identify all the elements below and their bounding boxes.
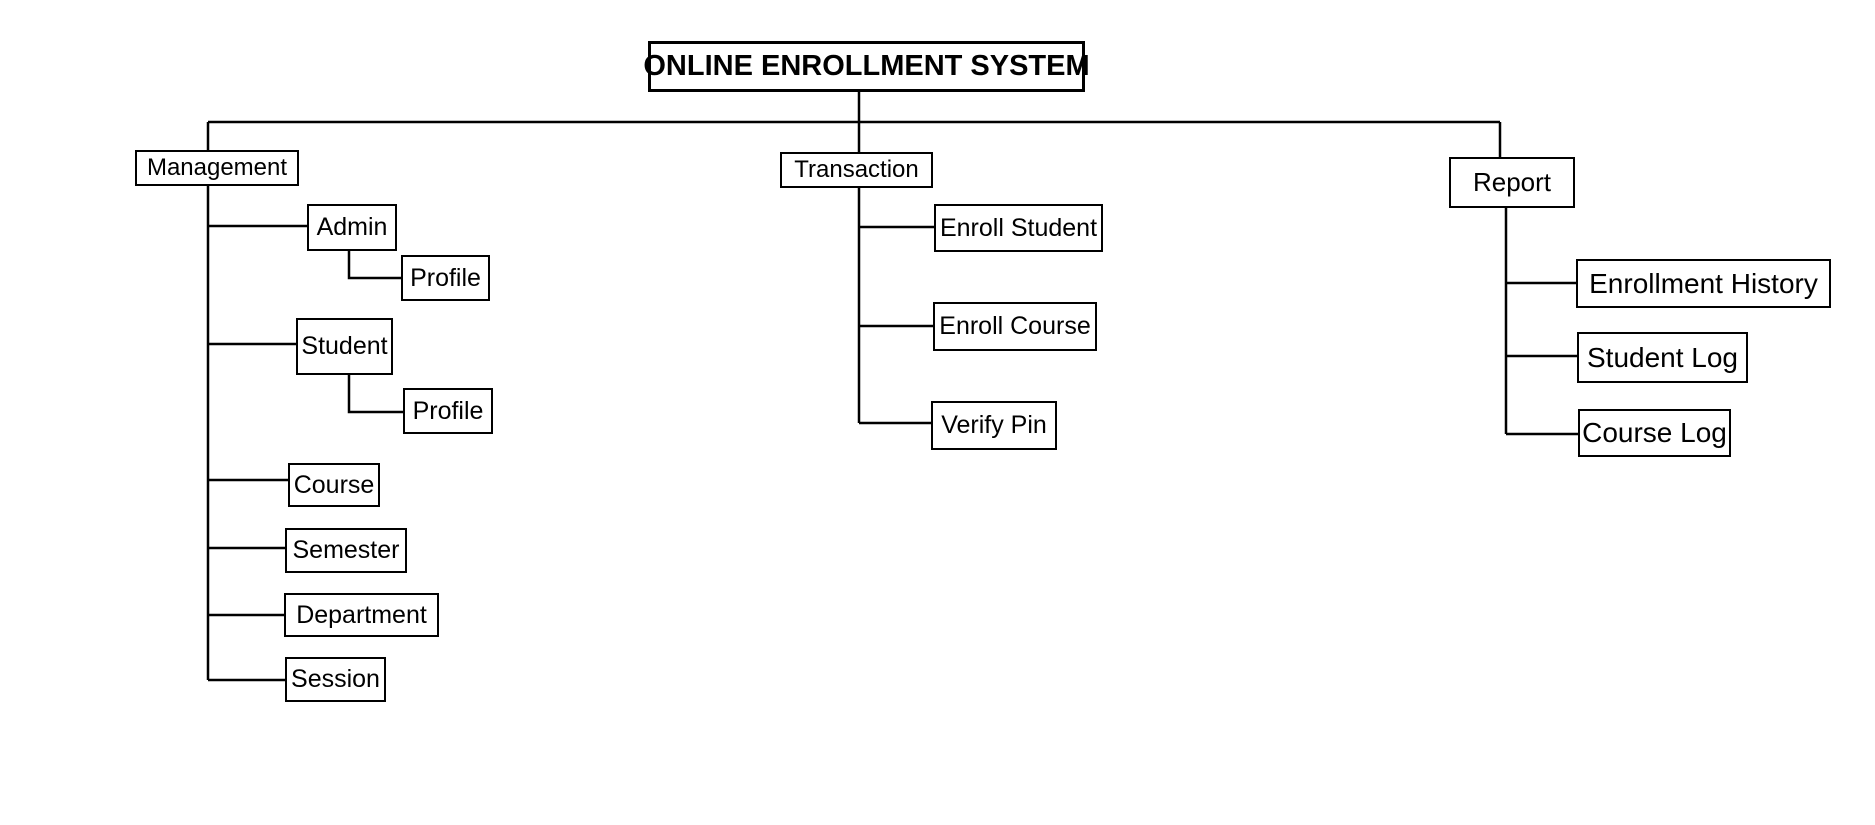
- transaction-label: Transaction: [794, 156, 919, 183]
- root-title: ONLINE ENROLLMENT SYSTEM: [643, 50, 1090, 82]
- report-node: Report: [1449, 157, 1575, 208]
- session-node: Session: [285, 657, 386, 702]
- verify-pin-label: Verify Pin: [941, 411, 1047, 439]
- enroll-course-label: Enroll Course: [939, 312, 1091, 340]
- enroll-course-node: Enroll Course: [933, 302, 1097, 351]
- enrollment-history-label: Enrollment History: [1589, 267, 1818, 299]
- student-profile-node: Profile: [403, 388, 493, 434]
- report-label: Report: [1472, 167, 1552, 197]
- student-label: Student: [301, 332, 388, 360]
- admin-label: Admin: [316, 213, 388, 241]
- student-log-label: Student Log: [1586, 341, 1739, 373]
- admin-profile-label: Profile: [410, 263, 481, 292]
- session-label: Session: [291, 665, 380, 693]
- department-node: Department: [284, 593, 439, 637]
- enroll-student-node: Enroll Student: [934, 204, 1103, 252]
- admin-node: Admin: [307, 204, 397, 251]
- student-node: Student: [296, 318, 393, 375]
- management-label: Management: [146, 154, 288, 181]
- enroll-student-label: Enroll Student: [939, 213, 1098, 242]
- student-profile-label: Profile: [412, 396, 484, 425]
- course-label: Course: [293, 470, 375, 499]
- student-log-node: Student Log: [1577, 332, 1748, 383]
- semester-label: Semester: [292, 536, 400, 564]
- verify-pin-node: Verify Pin: [931, 401, 1057, 450]
- course-node: Course: [288, 463, 380, 507]
- student-profile-branch: [347, 375, 403, 414]
- admin-profile-node: Profile: [401, 255, 490, 301]
- root-node: ONLINE ENROLLMENT SYSTEM: [643, 41, 1090, 92]
- enrollment-history-node: Enrollment History: [1576, 259, 1831, 308]
- course-log-node: Course Log: [1578, 409, 1731, 457]
- transaction-node: Transaction: [780, 152, 933, 188]
- department-label: Department: [296, 600, 427, 629]
- management-node: Management: [135, 150, 299, 186]
- semester-node: Semester: [285, 528, 407, 573]
- course-log-label: Course Log: [1582, 417, 1727, 448]
- admin-profile-branch: [347, 251, 401, 280]
